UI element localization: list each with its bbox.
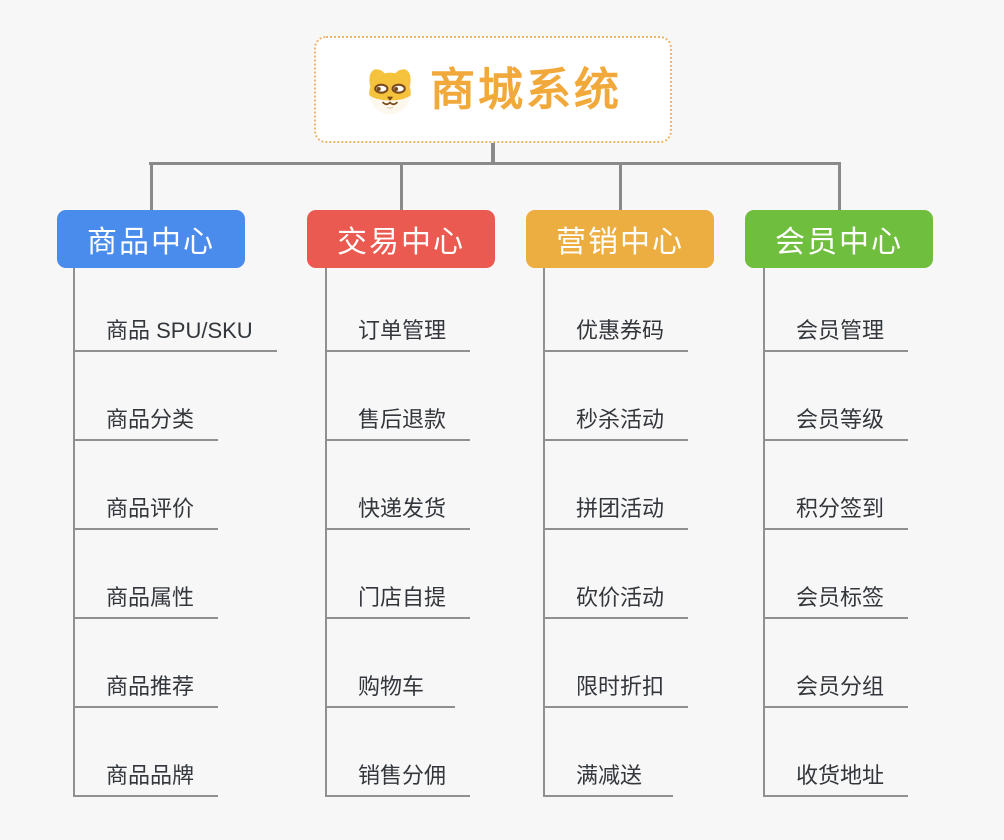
branch-label: 会员中心 xyxy=(775,226,903,259)
child-label: 售后退款 xyxy=(358,406,447,432)
child-node[interactable]: 会员分组 xyxy=(765,619,909,708)
child-label: 商品属性 xyxy=(106,584,195,610)
child-node[interactable]: 会员管理 xyxy=(765,263,909,352)
child-node[interactable]: 收货地址 xyxy=(765,708,909,797)
branch-node-marketing-center[interactable]: 营销中心 xyxy=(526,210,714,268)
child-node[interactable]: 砍价活动 xyxy=(545,530,689,619)
child-label: 会员等级 xyxy=(796,406,885,432)
child-label: 商品 SPU/SKU xyxy=(106,317,253,343)
child-label: 销售分佣 xyxy=(358,762,447,788)
connector-root-stem xyxy=(491,141,495,164)
child-label: 收货地址 xyxy=(796,762,885,788)
connector-drop-3 xyxy=(619,162,622,210)
child-label: 砍价活动 xyxy=(576,584,665,610)
child-node[interactable]: 门店自提 xyxy=(327,530,471,619)
child-node[interactable]: 销售分佣 xyxy=(327,708,471,797)
root-node-mall-system[interactable]: 商城系统 xyxy=(314,36,672,143)
child-node[interactable]: 购物车 xyxy=(327,619,455,708)
child-node[interactable]: 售后退款 xyxy=(327,352,471,441)
child-label: 拼团活动 xyxy=(576,495,665,521)
child-label: 优惠券码 xyxy=(576,317,665,343)
child-node[interactable]: 会员标签 xyxy=(765,530,909,619)
child-node[interactable]: 会员等级 xyxy=(765,352,909,441)
child-node[interactable]: 拼团活动 xyxy=(545,441,689,530)
child-label: 秒杀活动 xyxy=(576,406,665,432)
child-node[interactable]: 积分签到 xyxy=(765,441,909,530)
child-label: 会员标签 xyxy=(796,584,885,610)
branch-node-trade-center[interactable]: 交易中心 xyxy=(307,210,495,268)
branch-label: 交易中心 xyxy=(337,226,465,259)
child-node[interactable]: 商品 SPU/SKU xyxy=(75,263,277,352)
connector-horizontal-bar xyxy=(149,162,841,165)
child-label: 商品评价 xyxy=(106,495,195,521)
child-label: 商品品牌 xyxy=(106,762,195,788)
child-node[interactable]: 限时折扣 xyxy=(545,619,689,708)
child-label: 商品推荐 xyxy=(106,673,195,699)
child-label: 会员管理 xyxy=(796,317,885,343)
child-node[interactable]: 商品评价 xyxy=(75,441,219,530)
child-label: 门店自提 xyxy=(358,584,447,610)
child-node[interactable]: 商品推荐 xyxy=(75,619,219,708)
branch-node-product-center[interactable]: 商品中心 xyxy=(57,210,245,268)
children-column-member: 会员管理 会员等级 积分签到 会员标签 会员分组 收货地址 xyxy=(763,263,909,797)
child-node[interactable]: 商品属性 xyxy=(75,530,219,619)
child-node[interactable]: 秒杀活动 xyxy=(545,352,689,441)
child-node[interactable]: 商品分类 xyxy=(75,352,219,441)
children-column-trade: 订单管理 售后退款 快递发货 门店自提 购物车 销售分佣 xyxy=(325,263,471,797)
connector-drop-4 xyxy=(838,162,841,210)
branch-label: 商品中心 xyxy=(87,226,215,259)
child-node[interactable]: 满减送 xyxy=(545,708,673,797)
child-label: 满减送 xyxy=(576,762,643,788)
child-label: 商品分类 xyxy=(106,406,195,432)
child-label: 积分签到 xyxy=(796,495,885,521)
child-label: 限时折扣 xyxy=(576,673,665,699)
child-label: 会员分组 xyxy=(796,673,885,699)
child-node[interactable]: 商品品牌 xyxy=(75,708,219,797)
branch-label: 营销中心 xyxy=(556,226,684,259)
child-label: 订单管理 xyxy=(358,317,447,343)
root-title: 商城系统 xyxy=(429,64,622,115)
connector-drop-2 xyxy=(400,162,403,210)
shiba-dog-icon xyxy=(369,68,411,114)
children-column-marketing: 优惠券码 秒杀活动 拼团活动 砍价活动 限时折扣 满减送 xyxy=(543,263,689,797)
child-node[interactable]: 快递发货 xyxy=(327,441,471,530)
child-label: 购物车 xyxy=(358,673,425,699)
child-node[interactable]: 优惠券码 xyxy=(545,263,689,352)
children-column-product: 商品 SPU/SKU 商品分类 商品评价 商品属性 商品推荐 商品品牌 xyxy=(73,263,277,797)
child-node[interactable]: 订单管理 xyxy=(327,263,471,352)
child-label: 快递发货 xyxy=(358,495,447,521)
connector-drop-1 xyxy=(150,162,153,210)
branch-node-member-center[interactable]: 会员中心 xyxy=(745,210,933,268)
